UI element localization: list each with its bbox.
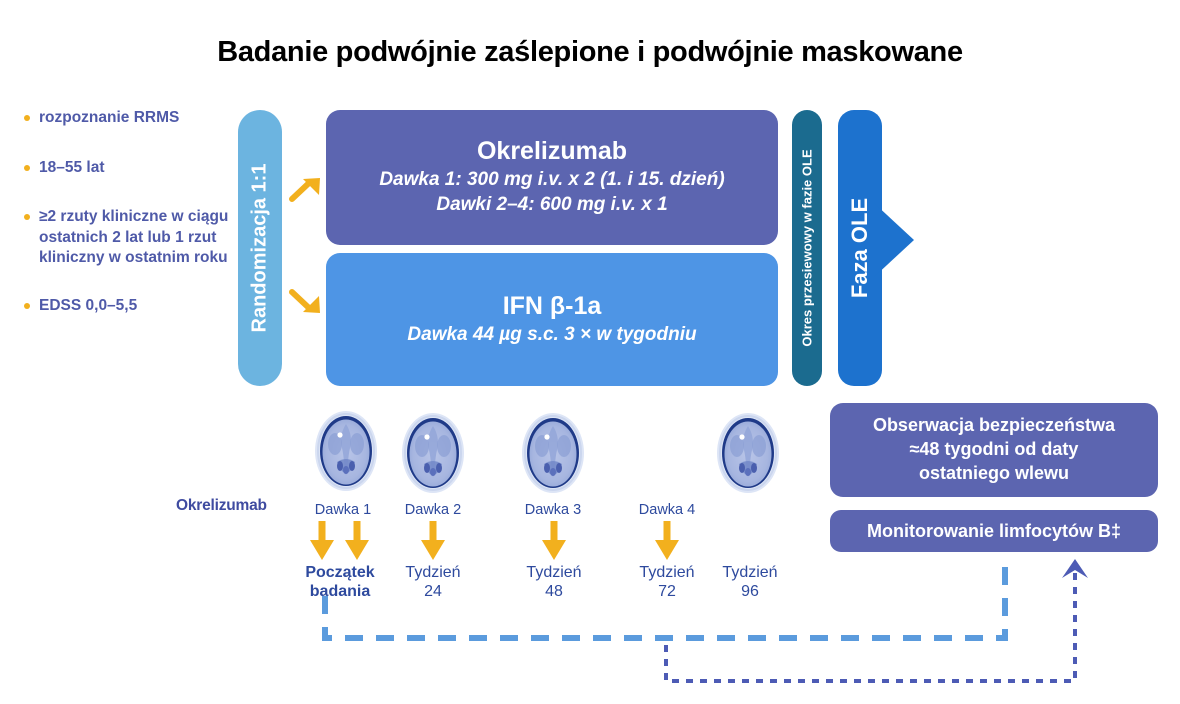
brain-mri-scan-icon (315, 411, 377, 491)
dose-label-1: Dawka 1 (314, 502, 372, 518)
inclusion-criteria-list: rozpoznanie RRMS 18–55 lat ≥2 rzuty klin… (24, 108, 229, 317)
criteria-text: rozpoznanie RRMS (39, 109, 180, 126)
timepoint-line-2: 96 (741, 583, 759, 601)
randomization-label: Randomizacja 1:1 (248, 163, 271, 333)
criteria-text: 18–55 lat (39, 158, 105, 176)
list-item: rozpoznanie RRMS (24, 108, 229, 129)
timepoint-label-baseline: Początek badania (290, 563, 390, 601)
brain-mri-scan-icon (522, 413, 584, 493)
screening-period-bar: Okres przesiewowy w fazie OLE (792, 110, 822, 386)
list-item: ≥2 rzuty kliniczne w ciągu ostatnich 2 l… (24, 207, 229, 269)
list-item: 18–55 lat (24, 158, 229, 179)
timepoint-label-week-24: Tydzień 24 (383, 563, 483, 601)
dotted-path-arrowhead-icon (1062, 559, 1088, 578)
b-cell-monitoring-box: Monitorowanie limfocytów B‡ (830, 510, 1158, 552)
arm-dose-line-1: Dawka 1: 300 mg i.v. x 2 (1. i 15. dzień… (379, 169, 725, 191)
brain-mri-scan-icon (717, 413, 779, 493)
arm-dose-line-2: Dawki 2–4: 600 mg i.v. x 1 (436, 193, 668, 215)
dose-arrow-icon (310, 521, 334, 560)
arm-dose-line-1: Dawka 44 µg s.c. 3 × w tygodniu (407, 323, 697, 345)
timepoint-line-1: Początek (305, 564, 375, 581)
safety-line-1: Obserwacja bezpieczeństwa (872, 415, 1116, 436)
arm-title: IFN β-1a (502, 291, 602, 320)
monitoring-label: Monitorowanie limfocytów B‡ (866, 520, 1121, 541)
ifn-arm-box: IFN β-1a Dawka 44 µg s.c. 3 × w tygodniu (326, 253, 778, 386)
timepoint-line-1: Tydzień (722, 564, 778, 581)
randomization-arrow-up-icon (289, 178, 320, 202)
arm-title: Okrelizumab (476, 137, 628, 166)
bullet-dot-icon (24, 303, 30, 310)
dose-arrow-icon (655, 521, 679, 560)
safety-line-3: ostatniego wlewu (918, 462, 1069, 483)
timepoint-label-week-96: Tydzień 96 (700, 563, 800, 601)
dose-label-4: Dawka 4 (638, 502, 696, 518)
page-title: Badanie podwójnie zaślepione i podwójnie… (217, 36, 963, 68)
dose-arrow-icon (542, 521, 566, 560)
ocrelizumab-arm-box: Okrelizumab Dawka 1: 300 mg i.v. x 2 (1.… (326, 110, 778, 245)
timepoint-line-2: 24 (424, 583, 442, 601)
criteria-text: ≥2 rzuty kliniczne w ciągu ostatnich 2 l… (39, 208, 229, 267)
randomization-bar: Randomizacja 1:1 (238, 110, 282, 386)
timepoint-line-1: Tydzień (405, 564, 461, 581)
screening-label: Okres przesiewowy w fazie OLE (799, 149, 815, 347)
dose-label-3: Dawka 3 (524, 502, 582, 518)
criteria-text: EDSS 0,0–5,5 (39, 297, 138, 315)
bullet-dot-icon (24, 115, 30, 121)
timepoint-line-2: 48 (545, 583, 563, 601)
bullet-dot-icon (24, 164, 30, 171)
safety-line-2: ≈48 tygodni od daty (909, 439, 1079, 460)
dose-label-2: Dawka 2 (404, 502, 462, 518)
randomization-arrow-down-icon (289, 289, 320, 313)
timepoint-line-1: Tydzień (526, 564, 582, 581)
ole-phase-arrowhead-icon (874, 203, 914, 277)
timepoint-line-2: badania (309, 583, 371, 601)
ole-phase-label: Faza OLE (847, 197, 872, 299)
timeline-arm-label: Okrelizumab (176, 497, 267, 514)
list-item: EDSS 0,0–5,5 (24, 296, 229, 317)
timepoint-label-week-48: Tydzień 48 (504, 563, 604, 601)
dose-arrow-icon (345, 521, 369, 560)
brain-mri-scan-icon (402, 413, 464, 493)
safety-followup-box: Obserwacja bezpieczeństwa ≈48 tygodni od… (830, 403, 1158, 497)
bullet-dot-icon (24, 214, 30, 221)
dose-arrow-icon (421, 521, 445, 560)
